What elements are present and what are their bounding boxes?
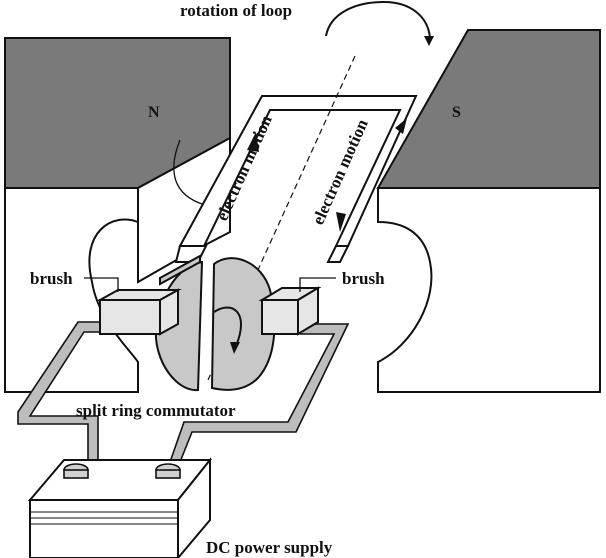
north-label: N — [148, 104, 160, 121]
commutator-arc — [213, 306, 242, 347]
rotation-arrow-head-icon — [424, 36, 434, 46]
commutator-label: split ring commutator — [76, 401, 236, 420]
left-brush-label: brush — [30, 269, 73, 288]
electron-arrow-down-bottom-icon — [336, 212, 346, 232]
right-brush-side — [297, 286, 319, 336]
right-brush-leader — [299, 277, 336, 292]
south-magnet — [376, 29, 601, 393]
electron-arrow-up-icon — [247, 132, 259, 152]
armature-loop — [174, 55, 418, 381]
battery-terminal-left-body — [63, 469, 89, 479]
battery-side — [177, 457, 211, 558]
loop-left-end — [174, 245, 208, 263]
north-pole-front-face — [4, 187, 139, 393]
rotation-arc — [325, 0, 431, 39]
commutator — [154, 254, 276, 392]
rotation-arrow — [325, 0, 434, 46]
battery-front — [29, 499, 179, 558]
left-brush-leader — [84, 277, 119, 292]
left-brush — [99, 299, 161, 335]
commutator-arrow-icon — [230, 342, 240, 354]
right-brush-label: brush — [342, 269, 385, 288]
battery-terminal-right-body — [155, 469, 181, 479]
north-pole-curve — [173, 139, 206, 206]
loop-right-end — [326, 245, 350, 263]
rotation-label: rotation of loop — [180, 1, 292, 20]
left-brush-group — [84, 277, 182, 336]
electron-arrow-down-top-icon — [395, 118, 407, 134]
right-brush — [261, 299, 299, 335]
dc-power-supply — [27, 457, 213, 558]
north-magnet — [4, 37, 231, 393]
power-label: DC power supply — [206, 538, 333, 557]
south-pole-top-face — [376, 29, 601, 189]
commutator-edge — [159, 254, 201, 286]
left-brush-side — [159, 288, 179, 336]
right-brush-group — [258, 277, 336, 336]
south-label: S — [452, 104, 461, 121]
south-pole-front-face — [377, 187, 601, 393]
